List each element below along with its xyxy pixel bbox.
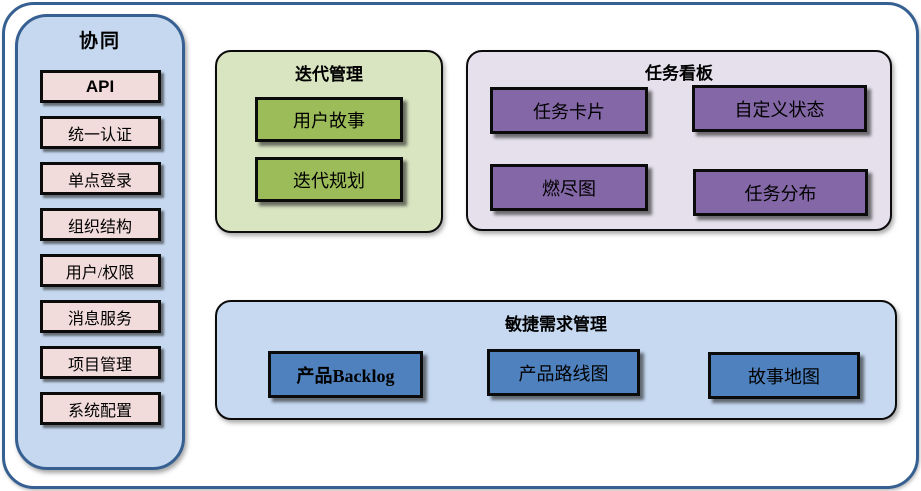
sidebar-item-sso: 单点登录 [39,162,161,195]
feature-product-backlog: 产品Backlog [268,351,423,398]
feature-custom-status: 自定义状态 [692,85,867,132]
agile-requirements-panel: 敏捷需求管理 产品Backlog 产品路线图 故事地图 [215,300,897,420]
feature-task-distribution: 任务分布 [693,169,868,216]
sidebar-items: API 统一认证 单点登录 组织结构 用户/权限 消息服务 项目管理 系统配置 [18,70,182,425]
sidebar-item-org-structure: 组织结构 [39,208,161,241]
requirements-panel-title: 敏捷需求管理 [505,315,607,334]
sidebar-title: 协同 [78,31,121,52]
task-kanban-panel: 任务看板 任务卡片 自定义状态 燃尽图 任务分布 [466,50,892,231]
kanban-panel-title: 任务看板 [645,64,713,83]
iteration-panel-title: 迭代管理 [295,65,363,84]
feature-iteration-planning: 迭代规划 [255,157,403,202]
feature-task-card: 任务卡片 [490,87,648,134]
sidebar-item-message-service: 消息服务 [39,300,161,333]
feature-product-roadmap: 产品路线图 [487,349,640,396]
sidebar-item-system-config: 系统配置 [39,392,161,425]
sidebar-item-unified-auth: 统一认证 [39,116,161,149]
feature-story-map: 故事地图 [708,352,860,399]
collaboration-sidebar: 协同 API 统一认证 单点登录 组织结构 用户/权限 消息服务 项目管理 系统… [15,14,185,470]
sidebar-item-api: API [39,70,161,103]
iteration-management-panel: 迭代管理 用户故事 迭代规划 [215,50,443,233]
sidebar-item-project-management: 项目管理 [39,346,161,379]
feature-burndown-chart: 燃尽图 [490,164,648,211]
feature-user-story: 用户故事 [255,97,403,142]
sidebar-item-user-permissions: 用户/权限 [39,254,161,287]
